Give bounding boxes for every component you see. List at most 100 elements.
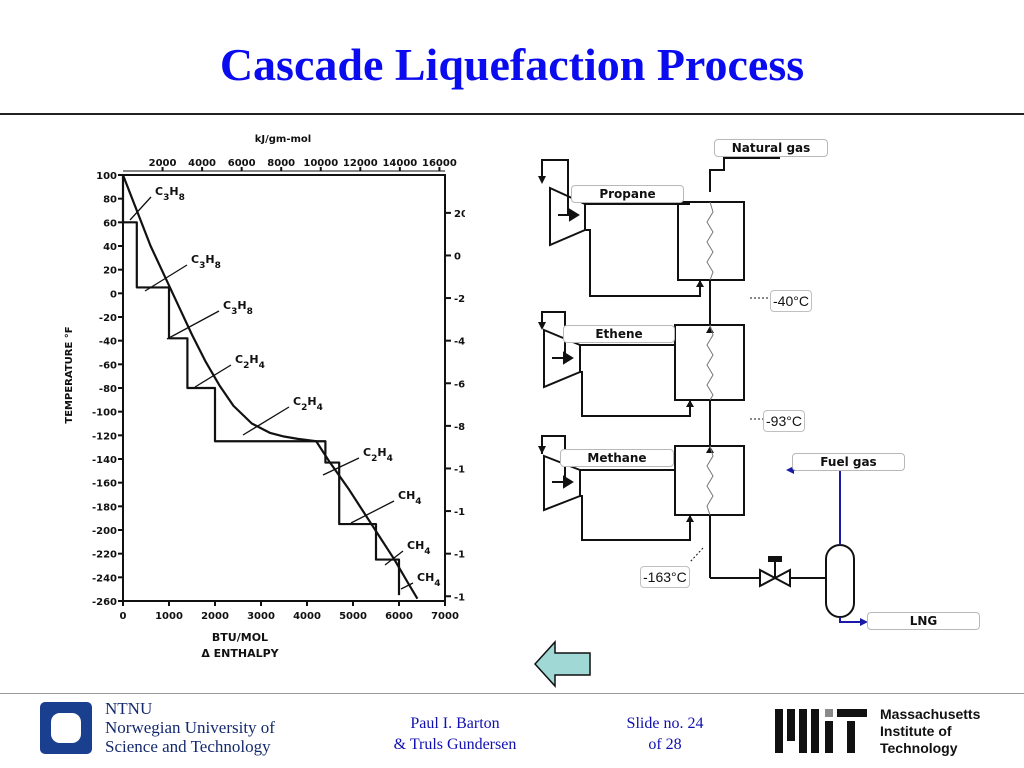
top-tick-label: 12000: [343, 158, 378, 169]
slide-number: Slide no. 24 of 28: [600, 713, 730, 755]
y-tick-label-left: -200: [92, 526, 117, 537]
stage-leader-line: [144, 264, 188, 292]
mit-line-1: Massachusetts: [880, 706, 981, 722]
fuel-gas-line: [792, 469, 841, 545]
y-tick-label-left: -220: [92, 550, 117, 561]
y-tick-label-right: 0: [454, 251, 461, 262]
y-tick-label-left: 60: [103, 218, 117, 229]
propane-exchanger: [677, 201, 745, 281]
author-line-1: Paul I. Barton: [410, 715, 500, 732]
author-line-2: & Truls Gundersen: [393, 736, 517, 753]
ntnu-line-2: Norwegian University of: [105, 718, 275, 737]
stage-label: C2H4: [235, 353, 265, 371]
mit-line-2: Institute of: [880, 723, 952, 739]
y-tick-label-right: -120: [454, 507, 465, 518]
x-tick-label: 6000: [385, 611, 413, 622]
y-tick-label-left: -100: [92, 408, 117, 419]
stage-leader-line: [129, 196, 152, 221]
y-tick-label-left: 40: [103, 242, 117, 253]
stage-label: CH4: [398, 489, 422, 507]
expansion-valve: [759, 556, 810, 588]
top-tick-label: 10000: [303, 158, 338, 169]
y-tick-label-right: -20: [454, 294, 465, 305]
natural-gas-line: [709, 157, 780, 192]
y-tick-label-left: 80: [103, 195, 117, 206]
x-tick-label: 4000: [293, 611, 321, 622]
y-tick-label-left: -40: [99, 337, 117, 348]
x-tick-label: 5000: [339, 611, 367, 622]
slide-title: Cascade Liquefaction Process: [219, 39, 805, 90]
y-tick-label-left: -20: [99, 313, 117, 324]
ntnu-logo: [40, 702, 92, 754]
y-tick-label-right: -80: [454, 422, 465, 433]
stage-leader-line: [194, 364, 232, 388]
y-tick-label-right: -60: [454, 379, 465, 390]
y-tick-label-left: 20: [103, 266, 117, 277]
ntnu-acronym: NTNU: [105, 699, 153, 718]
y-tick-label-right: -160: [454, 592, 465, 603]
ethene-label: Ethene: [563, 325, 675, 343]
top-tick-label: 6000: [228, 158, 256, 169]
author-credit: Paul I. Barton & Truls Gundersen: [360, 713, 550, 755]
cascade-chart: 100806040200-20-40-60-80-100-120-140-160…: [64, 134, 465, 660]
y-tick-label-left: -260: [92, 597, 117, 608]
stage-leader-line: [242, 406, 290, 436]
mit-line-3: Technology: [880, 740, 958, 756]
ntnu-name: NTNU Norwegian University of Science and…: [105, 699, 275, 756]
temperature-label-lng: -163°C: [640, 566, 690, 588]
top-axis-label: kJ/gm-mol: [255, 134, 311, 145]
stage-leader-line: [166, 310, 220, 340]
x-tick-label: 1000: [155, 611, 183, 622]
propane-label: Propane: [571, 185, 684, 203]
x-tick-label: 0: [120, 611, 127, 622]
stage-label: CH4: [417, 571, 441, 589]
stage-leader-line: [322, 457, 360, 476]
y-tick-label-left: 0: [110, 289, 117, 300]
ntnu-line-3: Science and Technology: [105, 737, 271, 756]
stage-label: C2H4: [293, 395, 323, 413]
x-tick-label: 7000: [431, 611, 459, 622]
plot-frame: [122, 174, 446, 602]
x-axis-label: BTU/MOL: [212, 631, 268, 644]
ethene-exchanger: [674, 324, 745, 401]
lng-label: LNG: [867, 612, 980, 630]
slide-number-line-2: of 28: [648, 736, 682, 753]
natural-gas-cooling-curve: [121, 174, 419, 600]
refrigerant-staircase-line: [121, 175, 401, 596]
top-tick-label: 14000: [382, 158, 417, 169]
title-divider: [0, 113, 1024, 115]
stage-leader-line: [384, 550, 404, 566]
y-tick-label-left: -180: [92, 502, 117, 513]
stage-leader-line: [350, 500, 395, 524]
mit-name: Massachusetts Institute of Technology: [880, 706, 980, 757]
natural-gas-label: Natural gas: [714, 139, 828, 157]
top-tick-label: 16000: [422, 158, 457, 169]
back-arrow-button[interactable]: [533, 640, 593, 688]
stage-label: C3H8: [191, 253, 221, 271]
y-axis-label-left: TEMPERATURE °F: [64, 326, 75, 423]
methane-exchanger: [674, 445, 745, 516]
temperature-label-ethene-stage: -93°C: [763, 410, 805, 432]
y-tick-label-left: -80: [99, 384, 117, 395]
lng-separator: [825, 544, 855, 618]
y-tick-label-left: -240: [92, 573, 117, 584]
lng-line: [839, 617, 862, 623]
y-tick-label-left: -120: [92, 431, 117, 442]
top-tick-label: 2000: [149, 158, 177, 169]
x-axis-label-2: Δ ENTHALPY: [201, 647, 279, 660]
temperature-label-propane-stage: -40°C: [770, 290, 812, 312]
y-tick-label-left: -140: [92, 455, 117, 466]
stage-label: C2H4: [363, 446, 393, 464]
stage-label: C3H8: [155, 185, 185, 203]
fuel-gas-label: Fuel gas: [792, 453, 905, 471]
y-tick-label-left: -60: [99, 360, 117, 371]
methane-label: Methane: [560, 449, 674, 467]
stage-leader-line: [400, 582, 414, 590]
y-tick-label-left: -160: [92, 479, 117, 490]
flowsheet-diagram: [538, 157, 868, 626]
x-tick-label: 2000: [201, 611, 229, 622]
stage-label: CH4: [407, 539, 431, 557]
mit-logo: [775, 709, 867, 753]
footer-divider: [0, 693, 1024, 694]
y-tick-label-right: 20: [454, 209, 465, 220]
